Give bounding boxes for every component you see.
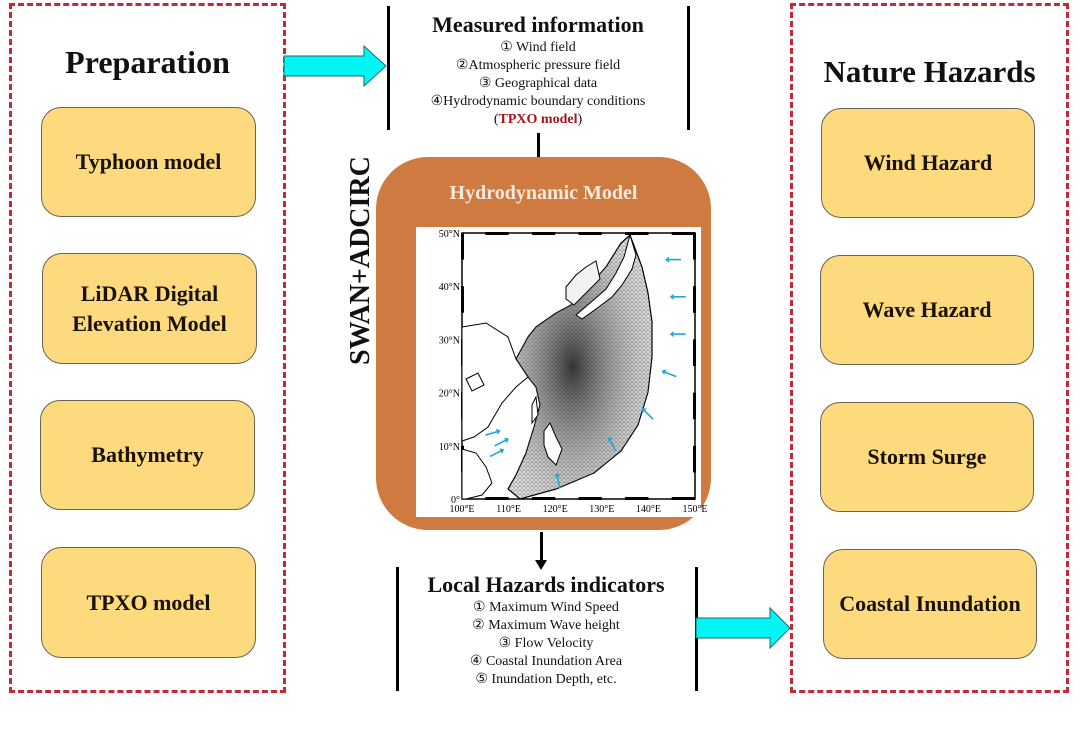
frame-tick bbox=[625, 497, 649, 500]
lat-label: 40°N bbox=[439, 282, 460, 293]
lon-label: 110°E bbox=[496, 504, 521, 515]
mesh-map-svg: 50°N 40°N 30°N 20°N 10°N 0° 100°E 110°E 120°E 13… bbox=[439, 229, 708, 515]
node-label: Wave Hazard bbox=[862, 297, 992, 322]
arrow-shape bbox=[283, 44, 387, 88]
frame-tick bbox=[693, 286, 696, 313]
frame-tick bbox=[461, 286, 464, 313]
measured-item: ④Hydrodynamic boundary conditions bbox=[430, 94, 646, 109]
lat-label: 20°N bbox=[439, 389, 460, 400]
measured-information-title: Measured information bbox=[432, 12, 644, 37]
lon-label: 150°E bbox=[682, 504, 707, 515]
frame-tick bbox=[461, 233, 464, 260]
latitude-labels: 50°N 40°N 30°N 20°N 10°N 0° bbox=[439, 229, 460, 506]
frame-tick bbox=[693, 445, 696, 473]
local-hazards-block: Local Hazards indicators ① Maximum Wind … bbox=[400, 572, 692, 689]
node-wind-hazard[interactable]: Wind Hazard bbox=[821, 108, 1035, 218]
boundary-arrow bbox=[661, 369, 677, 378]
measured-note: (TPXO model) bbox=[392, 111, 684, 129]
frame-tick bbox=[625, 232, 649, 235]
boundary-arrow bbox=[641, 407, 654, 420]
frame-tick bbox=[578, 497, 602, 500]
hydrodynamic-model-title: Hydrodynamic Model bbox=[449, 182, 638, 204]
indicator-item: ② Maximum Wave height bbox=[472, 618, 620, 633]
measured-information-block: Measured information ① Wind field ②Atmos… bbox=[392, 12, 684, 129]
boundary-arrow bbox=[554, 472, 561, 489]
boundary-arrow bbox=[669, 331, 686, 338]
node-wave-hazard[interactable]: Wave Hazard bbox=[820, 255, 1034, 365]
lat-label: 0° bbox=[451, 495, 460, 506]
frame-tick bbox=[693, 233, 696, 260]
land-indochina bbox=[461, 448, 493, 500]
measured-item: ③ Geographical data bbox=[478, 76, 598, 91]
frame-tick bbox=[671, 232, 695, 235]
node-storm-surge[interactable]: Storm Surge bbox=[820, 402, 1034, 512]
frame-tick bbox=[671, 497, 695, 500]
lat-label: 10°N bbox=[439, 442, 460, 453]
measured-bracket-left bbox=[387, 6, 390, 130]
node-coastal-inundation[interactable]: Coastal Inundation bbox=[823, 549, 1037, 659]
frame-tick bbox=[531, 497, 556, 500]
frame-tick bbox=[693, 339, 696, 366]
preparation-panel: Preparation bbox=[9, 3, 286, 693]
node-lidar-dem[interactable]: LiDAR Digital Elevation Model bbox=[42, 253, 257, 364]
frame-tick bbox=[531, 232, 556, 235]
lon-label: 100°E bbox=[449, 504, 474, 515]
frame-tick bbox=[578, 232, 602, 235]
node-bathymetry[interactable]: Bathymetry bbox=[40, 400, 255, 510]
boundary-arrow bbox=[494, 437, 509, 447]
preparation-title: Preparation bbox=[65, 44, 230, 80]
node-label: TPXO model bbox=[86, 589, 211, 615]
boundary-arrow bbox=[607, 436, 617, 452]
land-taiwan bbox=[531, 395, 539, 425]
node-tpxo-model[interactable]: TPXO model bbox=[41, 547, 256, 658]
node-typhoon-model[interactable]: Typhoon model bbox=[41, 107, 256, 217]
note-paren-close: ) bbox=[577, 112, 583, 127]
boundary-arrow bbox=[669, 293, 686, 300]
note-paren-open: ( bbox=[493, 112, 499, 127]
frame-tick bbox=[485, 232, 509, 235]
tpxo-highlight: TPXO model bbox=[498, 112, 578, 127]
nature-hazards-panel: Nature Hazards bbox=[790, 3, 1069, 693]
lon-label: 120°E bbox=[543, 504, 568, 515]
frame-tick bbox=[485, 497, 509, 500]
node-label: LiDAR Digital Elevation Model bbox=[72, 280, 227, 336]
indicator-item: ④ Coastal Inundation Area bbox=[469, 654, 623, 669]
land-china-coast bbox=[461, 322, 529, 442]
flow-arrow-prep-to-measured bbox=[283, 44, 387, 88]
flow-arrow-model-to-indicators bbox=[535, 532, 547, 570]
hydrodynamic-model-box: Hydrodynamic Model bbox=[376, 157, 711, 530]
lat-label: 30°N bbox=[439, 335, 460, 346]
land-korea bbox=[565, 260, 601, 306]
node-label: Typhoon model bbox=[75, 149, 222, 174]
indicator-item: ⑤ Inundation Depth, etc. bbox=[475, 672, 617, 687]
boundary-arrows bbox=[485, 256, 686, 489]
arrow-shape bbox=[695, 606, 791, 650]
indicators-bracket-left bbox=[396, 567, 399, 691]
lon-label: 130°E bbox=[589, 504, 614, 515]
boundary-arrow bbox=[485, 428, 501, 436]
flow-arrow-indicators-to-hazards bbox=[695, 606, 791, 650]
boundary-arrow bbox=[665, 256, 682, 263]
nature-hazards-title: Nature Hazards bbox=[823, 54, 1036, 89]
longitude-labels: 100°E 110°E 120°E 130°E 140°E 150°E bbox=[449, 504, 707, 515]
measured-item: ① Wind field bbox=[500, 40, 576, 55]
node-label: Wind Hazard bbox=[863, 150, 993, 175]
indicator-item: ① Maximum Wind Speed bbox=[473, 600, 619, 615]
lon-label: 140°E bbox=[636, 504, 661, 515]
measured-item: ②Atmospheric pressure field bbox=[455, 58, 621, 73]
swan-adcirc-label: SWAN+ADCIRC bbox=[345, 156, 376, 365]
measured-bracket-right bbox=[687, 6, 690, 130]
land-japan bbox=[575, 233, 637, 320]
indicator-item: ③ Flow Velocity bbox=[498, 636, 594, 651]
lat-label: 50°N bbox=[439, 229, 460, 240]
node-label: Bathymetry bbox=[91, 442, 204, 467]
frame-tick bbox=[693, 392, 696, 420]
land-hainan bbox=[465, 372, 485, 392]
node-label: Coastal Inundation bbox=[839, 591, 1021, 616]
boundary-arrow bbox=[489, 448, 505, 458]
local-hazards-title: Local Hazards indicators bbox=[427, 572, 665, 597]
land-philippines bbox=[543, 422, 563, 466]
node-label: Storm Surge bbox=[867, 444, 987, 469]
mesh-map: 50°N 40°N 30°N 20°N 10°N 0° 100°E 110°E 120°E 13… bbox=[416, 227, 708, 517]
